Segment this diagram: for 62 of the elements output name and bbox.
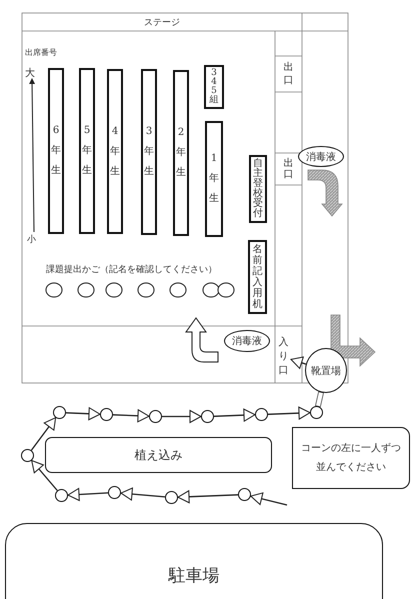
queue-note: コーンの左に一人ずつ並んでください [301,442,401,475]
seat-row-box [48,68,64,234]
stage-label: ステージ [144,16,180,28]
flow-arrow [112,409,150,422]
flow-arrow [120,488,166,501]
cone-marker [238,488,251,501]
cone-marker [21,449,34,462]
desk-box [249,155,267,223]
desk-box [248,240,267,314]
flow-arrow [178,490,238,504]
flow-arrow [268,406,310,420]
cone-marker [165,491,178,504]
seat-row-box [107,69,123,234]
flow-arrow [66,407,100,420]
parking-label: 駐車場 [168,565,220,587]
axis-label: 大 [25,66,35,80]
row-label: 5年生 [82,124,92,178]
seat-row-box [205,121,223,237]
cone-marker [149,410,162,423]
row-label: 2年生 [176,126,186,180]
shoe-area-circle [305,348,347,393]
planter-box [45,437,272,473]
sanitizer-oval [224,330,270,352]
flow-arrow [162,410,202,423]
basket-caption: 課題提出かご（記名を確認してください） [46,264,217,276]
row-label: 4年生 [110,124,120,178]
cone-marker [108,486,121,499]
row-label: 自主登校受付 [252,159,264,219]
flow-arrow [68,488,108,501]
cone-marker [255,408,268,421]
title-label: 出席番号 [25,47,57,58]
station-label: 消毒液 [232,334,262,348]
row-label: 1年生 [208,152,220,206]
planter-label: 植え込み [134,446,182,464]
cone-marker [55,489,68,502]
row-label: 名前記入用机 [252,244,263,310]
parking-area [5,523,383,599]
axis-label: 小 [27,234,36,246]
cone-marker [53,406,66,419]
door-label: 出口 [283,158,294,180]
cone-marker [100,408,113,421]
walkway-line [315,391,324,408]
note-box [292,427,410,489]
seat-row-box [141,69,157,235]
cone-marker [310,406,323,419]
flow-arrow [30,417,56,451]
flow-arrow [214,408,256,422]
flow-arrow [250,492,288,506]
sanitizer-oval [298,146,344,167]
row-label: 6年生 [50,124,62,178]
seat-row-box [173,70,189,236]
row-label: 3年生 [144,125,154,179]
row-label: 345組 [209,69,219,105]
flow-arrow [290,356,306,369]
flow-arrow [31,460,58,491]
door-label: 出口 [283,61,294,87]
seat-row-box [204,65,224,109]
cone-marker [201,410,214,423]
door-label: 入り口 [278,336,289,378]
station-label: 消毒液 [306,150,336,164]
seat-row-box [79,68,95,234]
station-label: 靴置場 [311,364,341,378]
